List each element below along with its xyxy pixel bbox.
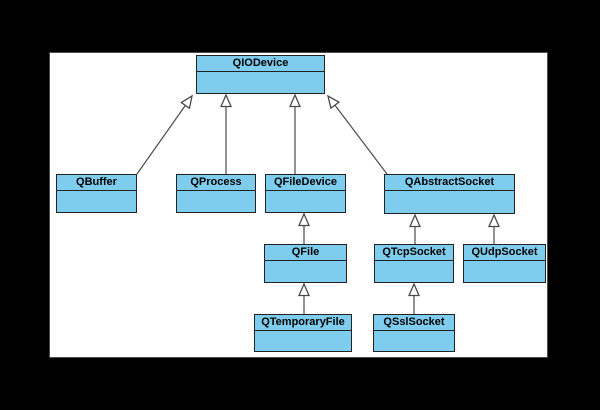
class-body-compartment [265,261,346,282]
class-body-compartment [464,261,545,282]
class-body-compartment [266,191,345,212]
class-box-qfiledevice[interactable]: QFileDevice [265,174,346,213]
class-name-label: QTcpSocket [375,245,453,261]
class-name-label: QProcess [177,175,255,191]
class-box-qfile[interactable]: QFile [264,244,347,283]
class-body-compartment [374,331,454,351]
class-name-label: QBuffer [57,175,136,191]
class-body-compartment [177,191,255,212]
class-box-qudpsocket[interactable]: QUdpSocket [463,244,546,283]
class-box-qtcpsocket[interactable]: QTcpSocket [374,244,454,283]
class-box-qprocess[interactable]: QProcess [176,174,256,213]
class-name-label: QAbstractSocket [385,175,514,191]
class-box-qabstractsocket[interactable]: QAbstractSocket [384,174,515,214]
class-box-qiodevice[interactable]: QIODevice [196,55,325,94]
class-name-label: QFile [265,245,346,261]
class-name-label: QUdpSocket [464,245,545,261]
class-body-compartment [255,331,351,351]
class-name-label: QSslSocket [374,315,454,331]
class-body-compartment [375,261,453,282]
class-body-compartment [385,191,514,213]
class-name-label: QFileDevice [266,175,345,191]
class-body-compartment [57,191,136,212]
class-name-label: QIODevice [197,56,324,72]
class-box-qtemporaryfile[interactable]: QTemporaryFile [254,314,352,352]
class-body-compartment [197,72,324,93]
class-box-qbuffer[interactable]: QBuffer [56,174,137,213]
class-box-qsslsocket[interactable]: QSslSocket [373,314,455,352]
class-name-label: QTemporaryFile [255,315,351,331]
